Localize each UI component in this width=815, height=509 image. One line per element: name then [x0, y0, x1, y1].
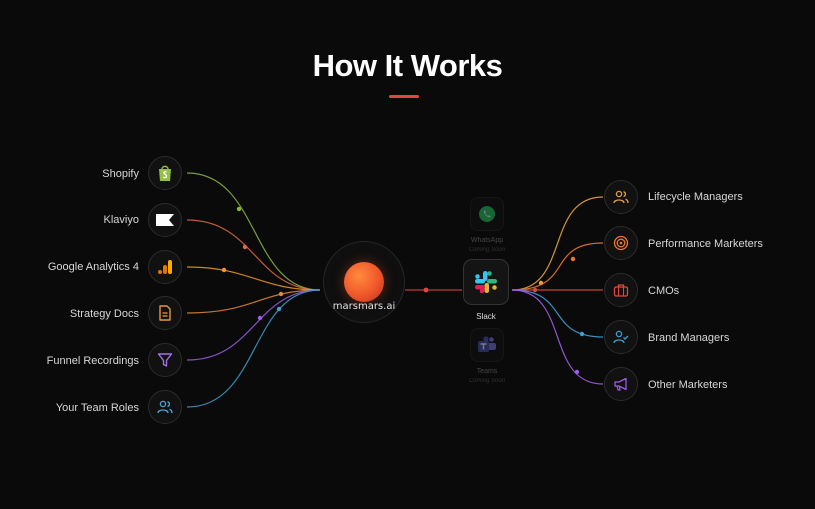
dest-label-brand: Brand Managers — [648, 332, 730, 344]
wire-klaviyo — [186, 219, 321, 291]
dest-label-cmos: CMOs — [648, 285, 680, 297]
dest-node-performance — [604, 226, 638, 260]
dest-node-other — [604, 367, 638, 401]
source-label-analytics: Google Analytics 4 — [47, 261, 139, 273]
wire-dot — [236, 206, 242, 212]
wire-dot — [570, 256, 576, 262]
wire-brand — [511, 289, 604, 338]
marsmars-logo-orb — [344, 262, 384, 302]
wire-docs — [186, 289, 321, 314]
source-label-docs: Strategy Docs — [69, 308, 139, 320]
wire-dot — [257, 315, 263, 321]
document-icon — [159, 305, 171, 321]
dest-label-other: Other Marketers — [648, 379, 728, 391]
dest-label-performance: Performance Marketers — [648, 238, 763, 250]
funnel-icon — [157, 353, 173, 367]
dest-node-lifecycle — [604, 180, 638, 214]
source-node-docs — [148, 296, 182, 330]
dest-label-lifecycle: Lifecycle Managers — [648, 191, 743, 203]
teams-label: Teams — [476, 368, 498, 375]
wire-dot — [278, 291, 284, 297]
klaviyo-flag-icon — [156, 214, 174, 226]
user-check-icon — [613, 330, 629, 344]
marsmars-hub — [323, 241, 405, 323]
source-node-team — [148, 390, 182, 424]
wire-dot — [221, 267, 227, 273]
wire-lifecycle — [511, 196, 604, 291]
wire-dot — [423, 287, 429, 293]
hub-label: marsmars.ai — [332, 301, 396, 312]
wire-team — [186, 289, 321, 408]
source-label-team: Your Team Roles — [55, 402, 139, 414]
source-node-analytics — [148, 250, 182, 284]
slack-icon — [475, 271, 497, 294]
wire-other — [511, 289, 604, 385]
wire-dot — [532, 287, 538, 293]
wire-dot — [579, 331, 585, 337]
slack-channel — [463, 259, 509, 305]
briefcase-icon — [613, 284, 629, 297]
wire-shopify — [186, 172, 321, 291]
wire-dot — [574, 369, 580, 375]
users-icon — [613, 190, 629, 204]
whatsapp-icon — [479, 206, 495, 222]
source-node-klaviyo — [148, 203, 182, 237]
wire-dot — [242, 244, 248, 250]
page-title: How It Works — [312, 48, 503, 83]
wire-performance — [511, 242, 604, 291]
teams-icon — [478, 336, 496, 352]
source-label-funnel: Funnel Recordings — [46, 355, 139, 367]
source-label-klaviyo: Klaviyo — [103, 214, 139, 226]
analytics-bars-icon — [158, 260, 172, 274]
wire-funnel — [186, 289, 321, 361]
source-label-shopify: Shopify — [102, 168, 139, 180]
slack-label: Slack — [476, 312, 496, 321]
wire-analytics — [186, 266, 321, 291]
teams-status: Coming Soon — [468, 378, 506, 384]
dest-node-brand — [604, 320, 638, 354]
whatsapp-status: Coming Soon — [468, 247, 506, 253]
megaphone-icon — [614, 377, 627, 391]
target-icon — [613, 235, 629, 251]
source-node-funnel — [148, 343, 182, 377]
shopify-bag-icon — [159, 165, 171, 181]
wire-dot — [276, 306, 282, 312]
team-users-icon — [157, 400, 173, 414]
whatsapp-channel — [470, 197, 504, 231]
title-underline — [389, 95, 419, 98]
whatsapp-label: WhatsApp — [470, 237, 504, 244]
dest-node-cmos — [604, 273, 638, 307]
source-node-shopify — [148, 156, 182, 190]
teams-channel — [470, 328, 504, 362]
